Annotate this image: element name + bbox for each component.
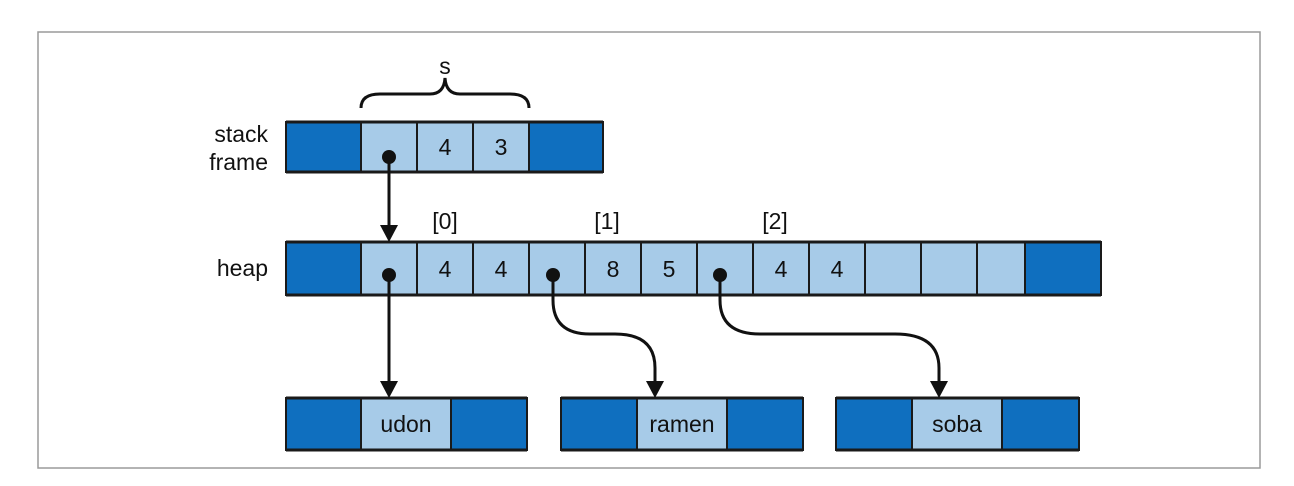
string-text-ramen: ramen: [649, 411, 714, 437]
pointer-arrow-soba: [718, 275, 941, 384]
heap-cell-value: 8: [607, 256, 620, 282]
string-cell-padding: [726, 397, 804, 451]
pointer-origin-dot: [382, 268, 396, 282]
string-text-udon: udon: [380, 411, 431, 437]
heap-cell: [920, 241, 978, 296]
heap-label: heap: [217, 255, 268, 281]
stack-frame-label-line2: frame: [209, 149, 268, 175]
struct-brace: [359, 77, 531, 109]
string-text-soba: soba: [932, 411, 982, 437]
pointer-origin-dot: [713, 268, 727, 282]
heap-index-2: [2]: [762, 208, 788, 234]
heap-cell: [584, 241, 642, 296]
heap-cell: [528, 241, 586, 296]
arrowhead-udon: [380, 381, 398, 398]
stack-frame-label-line1: stack: [214, 121, 268, 147]
heap-cell: [696, 241, 754, 296]
string-cell-padding: [1001, 397, 1080, 451]
string-cell-padding: [450, 397, 528, 451]
string-buffer-udon: udon: [285, 396, 528, 452]
heap-cell-padding-right: [1024, 241, 1102, 296]
heap-index-1: [1]: [594, 208, 620, 234]
string-buffer-ramen: ramen: [560, 396, 804, 452]
string-cell-padding: [285, 397, 362, 451]
stack-cell-padding-left: [285, 121, 362, 173]
heap-row: 4 4 8 5 4 4: [285, 240, 1102, 297]
stack-cell-value: 4: [439, 134, 452, 160]
arrowhead-soba: [930, 381, 948, 398]
stack-cell-value: 3: [495, 134, 508, 160]
pointer-arrow-ramen: [551, 275, 657, 384]
heap-cell-value: 4: [495, 256, 508, 282]
brace-label-s: s: [439, 53, 451, 79]
pointer-origin-dot: [382, 150, 396, 164]
string-cell-padding: [835, 397, 913, 451]
heap-index-0: [0]: [432, 208, 458, 234]
heap-cell-value: 5: [663, 256, 676, 282]
heap-cell: [976, 241, 1026, 296]
heap-cell-padding-left: [285, 241, 362, 296]
heap-cell-value: 4: [831, 256, 844, 282]
arrowhead-ramen: [646, 381, 664, 398]
heap-cell: [864, 241, 922, 296]
string-cell-padding: [560, 397, 638, 451]
stack-cell-padding-right: [528, 121, 604, 173]
pointer-origin-dot: [546, 268, 560, 282]
string-buffer-soba: soba: [835, 396, 1080, 452]
heap-cell-value: 4: [775, 256, 788, 282]
arrowhead-stack-to-heap: [380, 225, 398, 242]
heap-cell-value: 4: [439, 256, 452, 282]
stack-frame-row: 4 3: [285, 120, 604, 174]
